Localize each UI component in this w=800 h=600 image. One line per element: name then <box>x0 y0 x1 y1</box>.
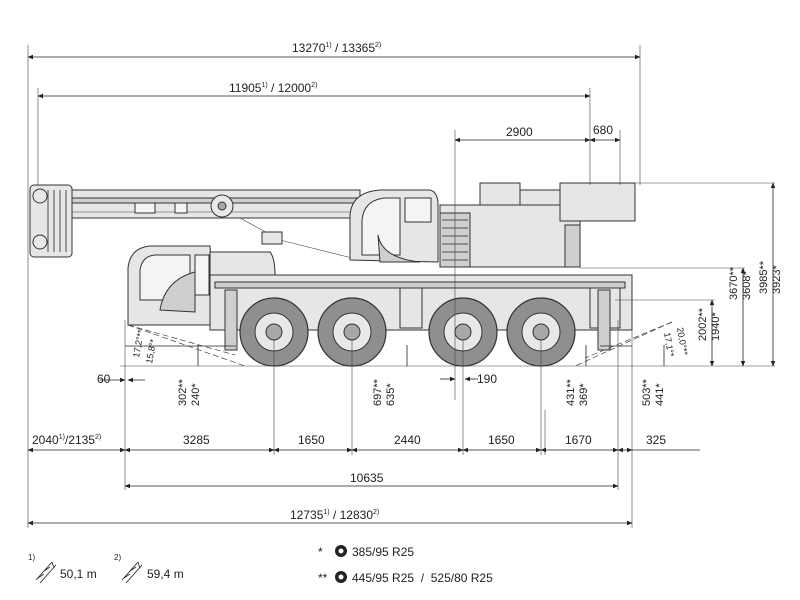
clearance-240: 240* <box>190 383 202 406</box>
dim-axle-spacing-4: 1650 <box>488 433 515 447</box>
tyre-icon <box>335 571 347 583</box>
clearance-697: 697** <box>372 378 384 406</box>
clearance-503: 503** <box>641 378 653 406</box>
dim-680: 680 <box>593 123 613 137</box>
dim-boom-length: 119051) / 120002) <box>229 81 317 95</box>
dim-height-1940: 1940* <box>710 312 722 341</box>
dim-total-length: 127351) / 128302) <box>290 508 379 522</box>
superstructure <box>439 182 636 268</box>
dim-height-2002: 2002** <box>697 307 709 341</box>
angle-front-a: 17,2°** <box>131 328 146 358</box>
dim-overall-length: 132701) / 133652) <box>292 41 381 55</box>
svg-text:2): 2) <box>114 553 121 562</box>
dim-60: 60 <box>97 372 111 386</box>
boom-head <box>29 184 73 258</box>
svg-text:**: ** <box>318 571 328 585</box>
boom-icon <box>121 561 143 584</box>
dim-front-overhang: 20401)/21352) <box>32 433 101 447</box>
clearance-369: 369* <box>578 383 590 406</box>
wheel-axle-1 <box>239 297 309 367</box>
dimension-labels: 132701) / 133652) 119051) / 120002) 2900… <box>32 41 783 522</box>
dim-axle-spacing-1: 3285 <box>183 433 210 447</box>
dim-axle-spacing-2: 1650 <box>298 433 325 447</box>
dim-height-3985: 3985** <box>758 260 770 294</box>
wheel-axle-3 <box>428 297 498 367</box>
carrier-cab <box>127 245 276 326</box>
boom-length-1: 50,1 m <box>60 567 97 581</box>
svg-text:*: * <box>318 545 323 559</box>
boom-length-2: 59,4 m <box>147 567 184 581</box>
tyre-size-1: 385/95 R25 <box>352 545 414 559</box>
dim-height-3670: 3670** <box>728 266 740 300</box>
crane-cab <box>349 189 439 263</box>
dimension-lines <box>27 45 776 528</box>
legend: 1) 50,1 m 2) 59,4 m * <box>28 545 493 585</box>
dim-2900: 2900 <box>506 125 533 139</box>
angle-front-b: 15,8°* <box>144 338 158 364</box>
dim-wheelbase-total: 10635 <box>350 471 384 485</box>
angle-rear-a: 20,0°** <box>675 327 690 357</box>
legend-boom-2: 2) 59,4 m <box>114 553 184 584</box>
dim-axle-spacing-5: 1670 <box>565 433 592 447</box>
dim-190: 190 <box>477 372 497 386</box>
boom-icon <box>35 561 57 584</box>
clearance-302: 302** <box>177 378 189 406</box>
wheel-axle-4 <box>506 297 576 367</box>
tyre-icon <box>335 545 347 557</box>
angle-rear-b: 17,1°* <box>662 332 676 358</box>
tyre-size-2: 445/95 R25 / 525/80 R25 <box>352 571 493 585</box>
dim-height-3608: 3608* <box>741 271 753 300</box>
dim-height-3923: 3923* <box>771 265 783 294</box>
wheel-axle-2 <box>317 297 387 367</box>
clearance-431: 431** <box>565 378 577 406</box>
legend-boom-1: 1) 50,1 m <box>28 553 97 584</box>
svg-text:1): 1) <box>28 553 35 562</box>
clearance-441: 441* <box>654 383 666 406</box>
legend-tyre-2: ** 445/95 R25 / 525/80 R25 <box>318 571 493 585</box>
dim-axle-spacing-6: 325 <box>646 433 666 447</box>
dim-axle-spacing-3: 2440 <box>394 433 421 447</box>
crane-illustration <box>29 182 636 367</box>
legend-tyre-1: * 385/95 R25 <box>318 545 414 559</box>
clearance-635: 635* <box>385 383 397 406</box>
